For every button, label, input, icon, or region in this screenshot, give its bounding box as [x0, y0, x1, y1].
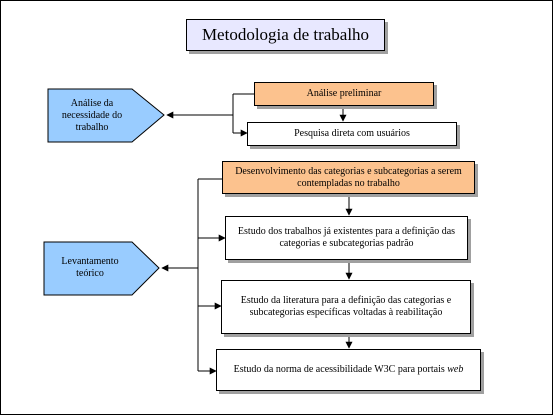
desenvolvimento-box: Desenvolvimento das categorias e subcate…	[222, 161, 475, 194]
levantamento-pentagon	[43, 241, 160, 296]
page-title: Metodologia de trabalho	[186, 19, 385, 51]
analise-label: Análise da necessidade do trabalho	[61, 98, 123, 133]
pesquisa-box: Pesquisa direta com usuários	[247, 122, 457, 146]
analise-preliminar-box: Análise preliminar	[254, 82, 434, 106]
analise-pentagon	[47, 88, 165, 143]
estudo-trabalhos-box: Estudo dos trabalhos já existentes para …	[225, 216, 468, 260]
estudo-norma-box: Estudo da norma de acessibilidade W3C pa…	[216, 349, 481, 391]
levantamento-label: Levantamento teórico	[61, 256, 119, 279]
estudo-norma-text: Estudo da norma de acessibilidade W3C pa…	[233, 364, 464, 375]
estudo-literatura-box: Estudo da literatura para a definição da…	[221, 280, 471, 334]
